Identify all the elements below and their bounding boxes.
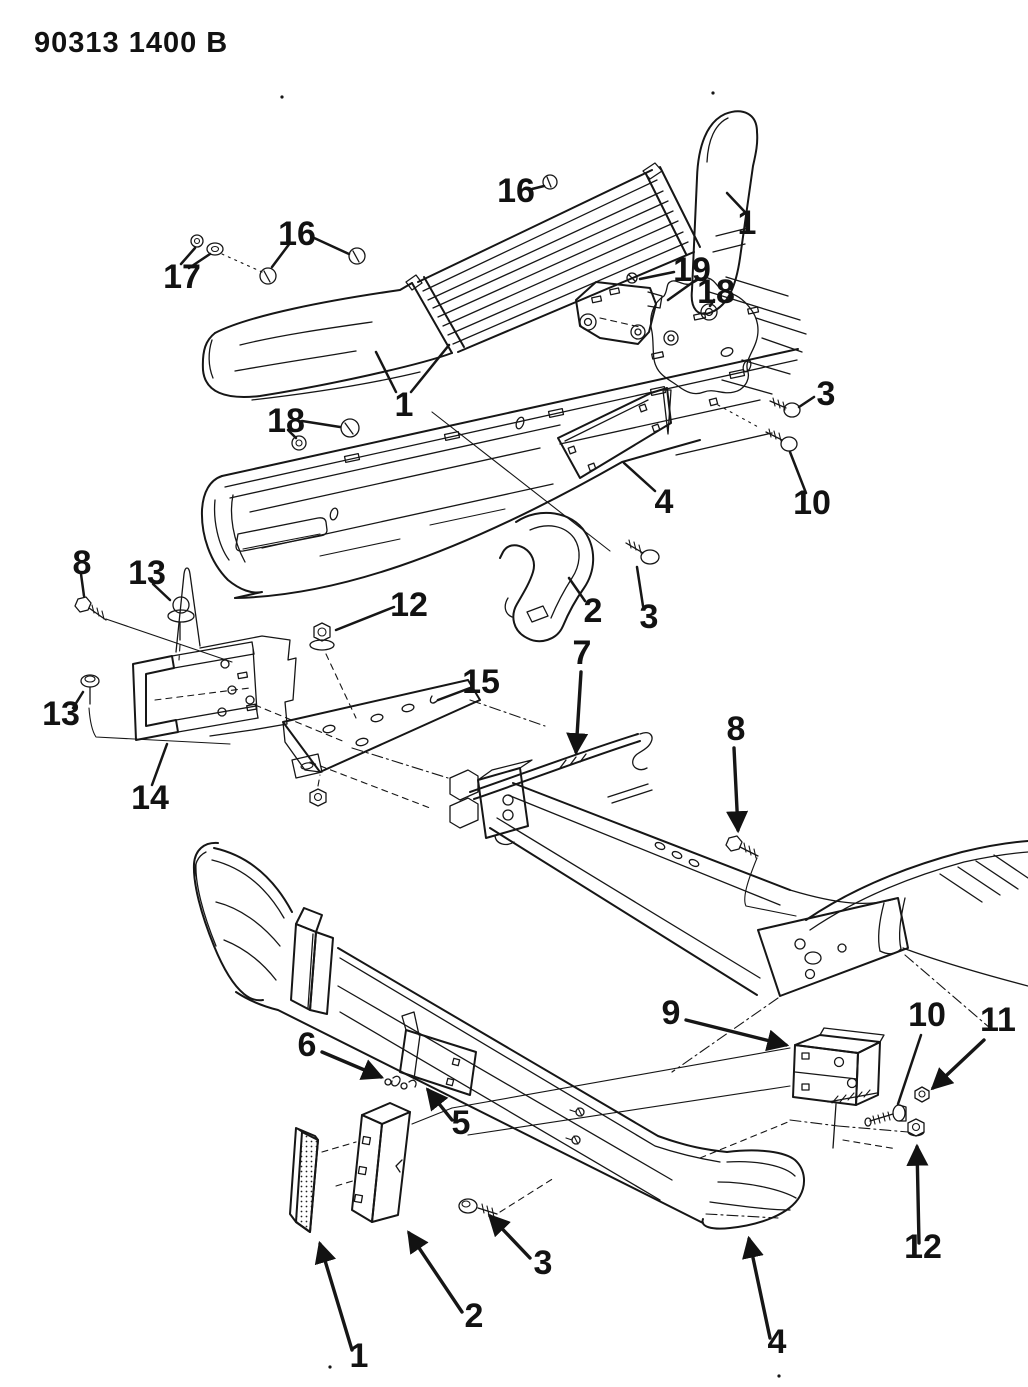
screw-16: [259, 267, 277, 285]
callout-3: 3: [640, 598, 659, 636]
callout-17: 17: [163, 258, 201, 296]
screw-10: [780, 436, 798, 452]
callout-15: 15: [462, 663, 500, 701]
bolt-13: [80, 674, 100, 688]
callout-8: 8: [73, 544, 92, 582]
frame-rail-group: [449, 732, 1028, 1073]
bolt-10: [892, 1104, 906, 1122]
nut-18: [700, 303, 718, 321]
callout-12: 12: [390, 586, 428, 624]
callout-11: 11: [980, 1001, 1016, 1039]
screw-3: [783, 402, 801, 418]
callout-12: 12: [904, 1228, 942, 1266]
upper-bumper-assembly: [201, 110, 759, 401]
callout-10: 10: [793, 484, 831, 522]
callout-1: 1: [738, 204, 757, 242]
callout-3: 3: [534, 1244, 553, 1282]
top-fasteners: [190, 174, 558, 285]
license-bracket-5: [399, 1029, 477, 1096]
nut-12: [313, 622, 331, 642]
callout-4: 4: [655, 483, 674, 521]
drawing-number: 90313 1400 B: [34, 27, 228, 59]
nut-11: [914, 1086, 930, 1103]
bolt-3: [458, 1198, 478, 1214]
callout-8: 8: [727, 710, 746, 748]
bolt-8: [725, 835, 743, 852]
callout-5: 5: [452, 1104, 471, 1142]
screw-19: [626, 272, 638, 284]
bracket-14-group: [74, 567, 346, 745]
callout-10: 10: [908, 996, 946, 1034]
bolt-3: [640, 549, 660, 565]
callout-1: 1: [350, 1337, 369, 1375]
callout-labels: 16 1 16 17 19 18 1 18 3 10 4 2 3 8 13 12…: [42, 172, 1016, 1375]
callout-7: 7: [573, 634, 592, 672]
speck: [280, 95, 284, 99]
nut-17: [190, 234, 204, 248]
clip-6: [400, 1082, 408, 1090]
callout-2: 2: [584, 592, 603, 630]
callout-13: 13: [128, 554, 166, 592]
speck: [328, 1365, 332, 1369]
screw-16: [542, 174, 558, 190]
callout-16: 16: [278, 215, 316, 253]
mid-fasteners: [291, 397, 801, 719]
screw-18: [340, 418, 360, 438]
bracket-14: [132, 655, 179, 741]
pad-part-2: [361, 1102, 411, 1125]
callout-6: 6: [298, 1026, 317, 1064]
screw-16: [348, 247, 366, 265]
clip-6: [384, 1078, 392, 1086]
leader-lines: [71, 184, 986, 1352]
callout-18: 18: [697, 273, 735, 311]
part-7-strip: [469, 733, 639, 793]
callout-9: 9: [662, 994, 681, 1032]
washer-17: [206, 242, 224, 256]
nut: [309, 788, 327, 807]
nut-18: [663, 330, 679, 346]
callout-2: 2: [465, 1297, 484, 1335]
callout-19: 19: [673, 251, 711, 289]
lower-bumper-group: [192, 841, 805, 1233]
bracket-9-group: [699, 1027, 930, 1159]
callout-13: 13: [42, 695, 80, 733]
callout-3: 3: [817, 375, 836, 413]
nut-18: [291, 435, 307, 451]
bolt-8: [74, 596, 92, 613]
callout-14: 14: [131, 779, 169, 817]
mid-bumper-face-bar: [200, 348, 799, 599]
speck: [777, 1374, 781, 1378]
nut-12: [907, 1118, 925, 1137]
callout-16: 16: [497, 172, 535, 210]
speck: [711, 91, 715, 95]
guard-part-2: [499, 511, 595, 643]
callout-1: 1: [395, 386, 414, 424]
license-recess: [557, 387, 672, 479]
callout-4: 4: [768, 1323, 787, 1361]
callout-18: 18: [267, 402, 305, 440]
support-plate-15: [282, 679, 546, 809]
